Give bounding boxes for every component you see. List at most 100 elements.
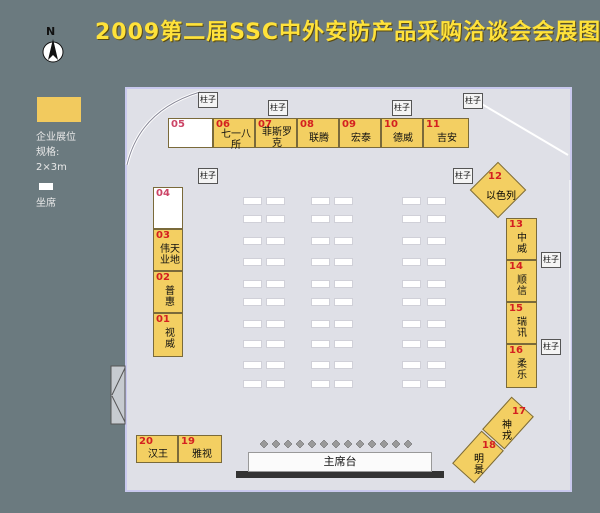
booth-number: 09 [342,119,356,130]
seat [427,237,446,245]
seat [243,380,262,388]
seat [266,197,285,205]
booth-name: 德威 [393,133,413,144]
booth[interactable]: 09 宏泰 [339,118,381,148]
booth-name: 视威 [165,328,175,350]
seat [334,197,353,205]
seat [427,215,446,223]
pillar: 柱子 [198,168,218,184]
seat [243,280,262,288]
seat [243,197,262,205]
booth[interactable]: 08 联腾 [297,118,339,148]
seat [266,298,285,306]
booth-number: 03 [156,230,170,241]
booth-name: 中威 [517,233,527,255]
seat [402,320,421,328]
booth[interactable]: 06 七一八所 [213,118,255,151]
seat [243,215,262,223]
seat [311,320,330,328]
seat [311,237,330,245]
booth[interactable]: 19 雅视 [178,435,222,463]
booth-number: 14 [509,261,523,272]
pillar: 柱子 [541,339,561,355]
seat [402,361,421,369]
seat [402,258,421,266]
seat [427,340,446,348]
booth-number: 11 [426,119,440,130]
seat [243,237,262,245]
seat [427,197,446,205]
pillar: 柱子 [541,252,561,268]
seat [311,258,330,266]
booth-name: 雅视 [192,449,212,460]
seat [427,280,446,288]
booth[interactable]: 04 [153,187,183,229]
seat [402,237,421,245]
pillar: 柱子 [453,168,473,184]
seat [402,340,421,348]
seat [334,380,353,388]
booth-number: 08 [300,119,314,130]
booth[interactable]: 13 中威 [506,218,537,260]
stage-base [236,471,444,478]
seat [334,215,353,223]
booth[interactable]: 03 伟天业地 [153,229,183,271]
booth-number: 19 [181,436,195,447]
legend-booth-swatch [37,97,81,122]
seat [427,298,446,306]
seat [311,298,330,306]
booth[interactable]: 01 视威 [153,313,183,357]
seat [311,361,330,369]
booth-number: 07 [258,119,272,130]
legend-booth-label: 企业展位 [36,132,76,143]
booth-number: 04 [156,188,170,199]
booth[interactable]: 11 吉安 [423,118,469,148]
booth-number: 05 [171,119,185,130]
legend-seat-label: 坐席 [36,198,56,209]
seat [402,380,421,388]
seat [402,197,421,205]
seat [427,258,446,266]
seat [311,340,330,348]
booth[interactable]: 20 汉王 [136,435,178,463]
seat [427,380,446,388]
booth-number: 10 [384,119,398,130]
seat [266,361,285,369]
booth-name: 瑞讯 [517,317,527,339]
booth[interactable]: 16 柔乐 [506,344,537,388]
booth-name: 菲斯罗克 [262,127,292,149]
booth[interactable]: 10 德威 [381,118,423,148]
booth-name: 七一八所 [221,129,251,151]
booth-number: 20 [139,436,153,447]
seat [243,258,262,266]
booth-name: 神戎 [502,420,512,442]
booth-number: 01 [156,314,170,325]
booth-name: 柔乐 [517,359,527,381]
seat [334,237,353,245]
booth-name: 普惠 [165,286,175,308]
booth[interactable]: 07 菲斯罗克 [255,118,297,149]
seat [311,380,330,388]
booth-number: 13 [509,219,523,230]
stage: 主席台 [248,452,432,472]
booth[interactable]: 14 顺信 [506,260,537,302]
seat [334,298,353,306]
seat [243,361,262,369]
booth-name: 伟天业地 [160,244,180,266]
booth-name: 汉王 [148,449,168,460]
booth-number: 02 [156,272,170,283]
seat [243,320,262,328]
seat [334,361,353,369]
pillar: 柱子 [198,92,218,108]
seat [266,380,285,388]
booth[interactable]: 02 普惠 [153,271,183,313]
booth[interactable]: 05 [168,118,213,148]
booth[interactable]: 15 瑞讯 [506,302,537,344]
page-title: 2009第二届SSC中外安防产品采购洽谈会会展图 [95,20,600,45]
seat [266,237,285,245]
booth-name: 吉安 [437,133,457,144]
seat [334,280,353,288]
seat [266,320,285,328]
pillar: 柱子 [392,100,412,116]
booth-name: 联腾 [309,133,329,144]
